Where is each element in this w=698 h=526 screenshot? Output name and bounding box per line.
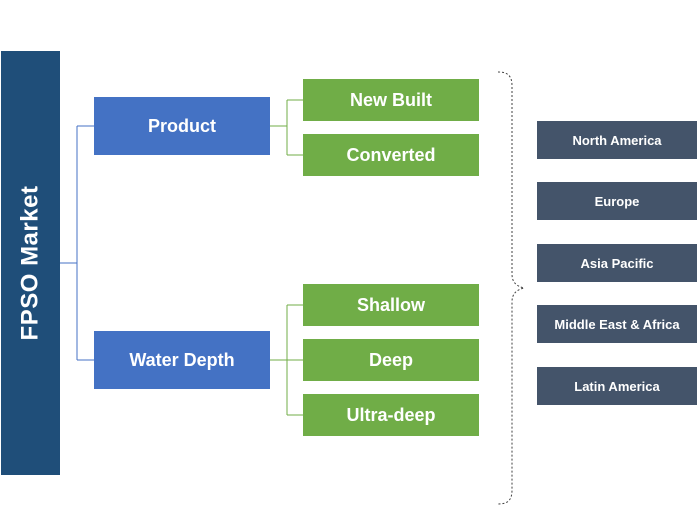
- leaf-label: Ultra-deep: [346, 404, 436, 425]
- region-label: Asia Pacific: [580, 255, 654, 271]
- leaf-new-built: New Built: [303, 79, 479, 121]
- region-label: Latin America: [574, 378, 660, 394]
- root-label: FPSO Market: [16, 185, 44, 341]
- region-asia-pacific: Asia Pacific: [537, 244, 697, 282]
- region-brace: [497, 71, 525, 505]
- category-product: Product: [94, 97, 270, 155]
- region-europe: Europe: [537, 182, 697, 220]
- root-connectors: [60, 125, 94, 361]
- leaf-label: New Built: [349, 89, 432, 110]
- product-connectors: [270, 99, 303, 156]
- leaf-converted: Converted: [303, 134, 479, 176]
- category-label: Product: [147, 115, 216, 136]
- fpso-market-root: FPSO Market: [1, 51, 60, 475]
- water-depth-connectors: [270, 304, 303, 416]
- leaf-label: Converted: [346, 144, 436, 165]
- category-label: Water Depth: [129, 349, 235, 370]
- region-label: Europe: [594, 193, 640, 209]
- region-north-america: North America: [537, 121, 697, 159]
- region-label: North America: [572, 132, 662, 148]
- leaf-ultra-deep: Ultra-deep: [303, 394, 479, 436]
- region-middle-east-africa: Middle East & Africa: [537, 305, 697, 343]
- region-label: Middle East & Africa: [554, 316, 680, 332]
- leaf-label: Deep: [368, 349, 413, 370]
- category-water-depth: Water Depth: [94, 331, 270, 389]
- region-latin-america: Latin America: [537, 367, 697, 405]
- leaf-label: Shallow: [356, 294, 425, 315]
- leaf-shallow: Shallow: [303, 284, 479, 326]
- leaf-deep: Deep: [303, 339, 479, 381]
